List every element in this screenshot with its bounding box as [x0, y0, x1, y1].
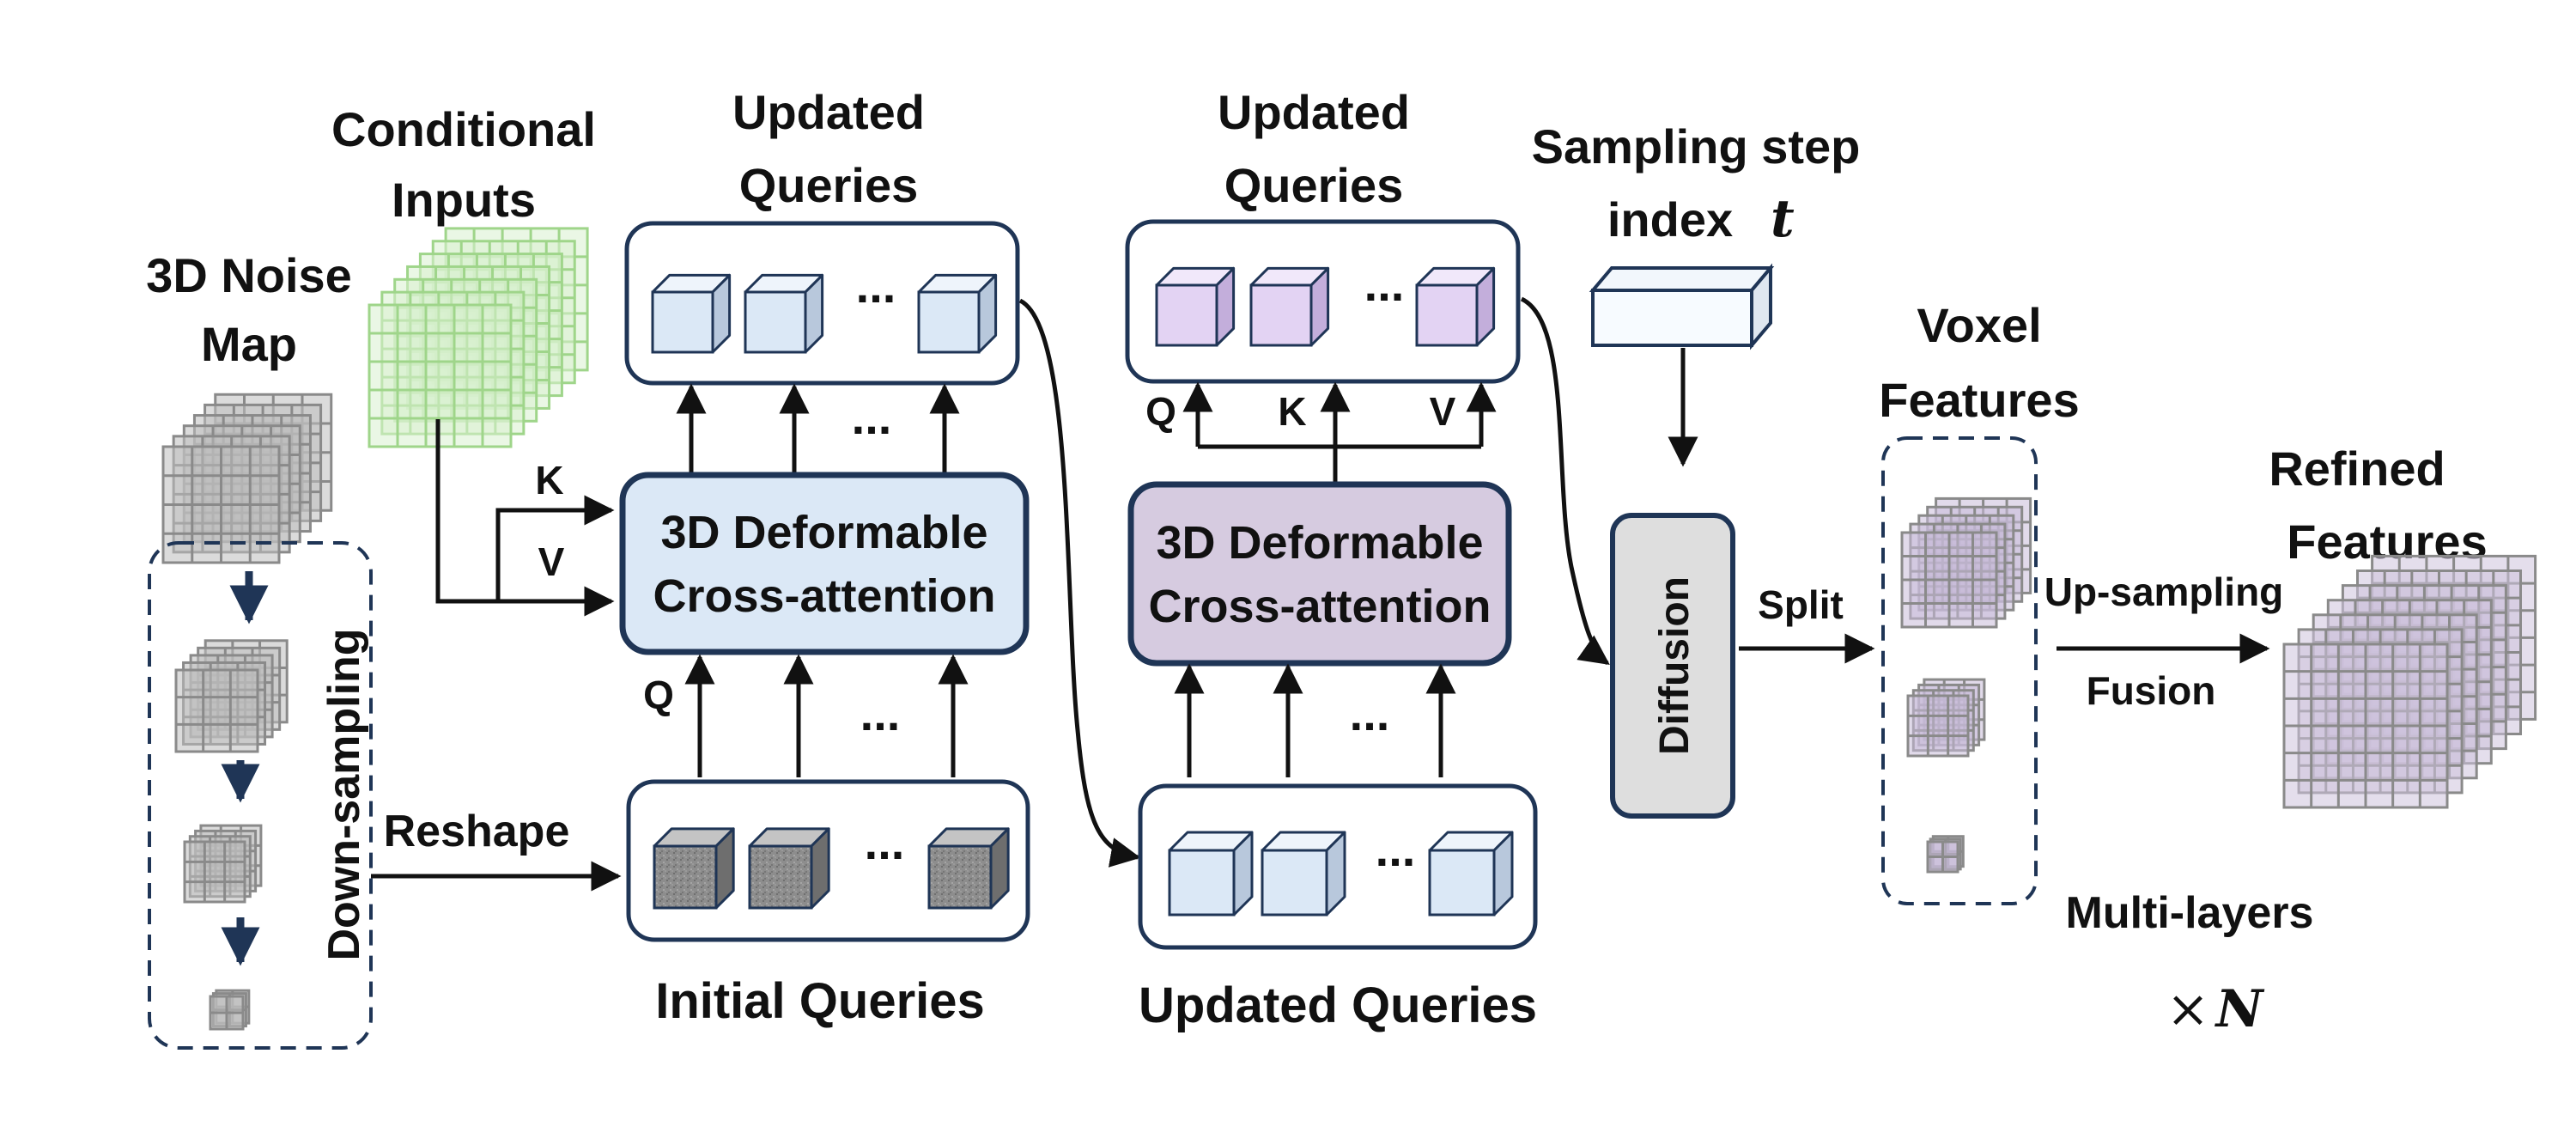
- block1-attention-label-1: 3D Deformable: [660, 507, 987, 558]
- voxel-label-1: Voxel: [1917, 298, 2041, 352]
- query-cube: [917, 273, 998, 354]
- block1-top-cubes: [651, 273, 998, 354]
- noise-map-cube: [161, 393, 333, 564]
- block2: Updated Queries ... Q K V 3D Deformable …: [1125, 85, 1538, 1033]
- block2-bottom-ellipsis: ...: [1376, 822, 1416, 876]
- block1-title-2: Queries: [739, 158, 919, 212]
- block2-q-label: Q: [1145, 389, 1176, 434]
- downsampling-frame: [148, 541, 373, 1050]
- block1-to-block2-curve: [1018, 298, 1141, 868]
- multi-layers-label: Multi-layers: [2066, 888, 2314, 938]
- upsampling-label: Up-sampling: [2044, 569, 2284, 614]
- voxel-cube-medium: [1906, 678, 1986, 758]
- refined-grid: [2282, 554, 2537, 809]
- block1-initial-cubes: [653, 827, 1010, 910]
- initial-query-cube: [653, 827, 735, 910]
- sampling-label-2: index: [1607, 192, 1733, 247]
- block2-top-cubes: [1155, 266, 1496, 347]
- block1-q-ellipsis: ...: [860, 686, 901, 740]
- updated-query-cube: [1415, 266, 1496, 347]
- block2-attention-box: [1127, 481, 1512, 667]
- block2-attention-label-2: Cross-attention: [1148, 581, 1491, 632]
- voxel-cubes: [1900, 496, 2032, 874]
- updated-query-cube: [1249, 266, 1330, 347]
- updated-query-cube: [1168, 831, 1254, 917]
- block1-up-arrows: [676, 383, 960, 472]
- initial-query-cube: [927, 827, 1010, 910]
- query-cube: [651, 273, 732, 354]
- conditional-inputs-label-2: Inputs: [392, 173, 536, 227]
- refined-features-cube: [2282, 554, 2537, 809]
- voxel-label-2: Features: [1879, 373, 2079, 427]
- sampling-symbol-t: t: [1771, 189, 1795, 249]
- noise-map-label-1: 3D Noise: [146, 248, 352, 302]
- block1-bottom-label: Initial Queries: [655, 973, 985, 1029]
- voxel-features-frame: [1881, 436, 2038, 905]
- noise-map-group: 3D Noise Map Down-sampling: [146, 248, 373, 1050]
- split-label: Split: [1758, 582, 1844, 627]
- updated-query-cube: [1261, 831, 1346, 917]
- conditional-inputs-cube: [368, 227, 589, 448]
- block1-bottom-ellipsis: ...: [865, 815, 905, 869]
- block2-title-1: Updated: [1218, 85, 1410, 139]
- kv-connectors: [435, 419, 615, 617]
- k-label-1: K: [535, 458, 563, 502]
- block2-up-arrows: [1174, 663, 1456, 777]
- block2-title-2: Queries: [1224, 158, 1404, 212]
- downsampling-label: Down-sampling: [319, 628, 369, 960]
- noise-grid: [161, 393, 333, 564]
- updated-query-cube: [1155, 266, 1236, 347]
- conditional-inputs-group: Conditional Inputs: [331, 102, 596, 448]
- block2-bottom-label: Updated Queries: [1139, 978, 1537, 1033]
- refined-label-1: Refined: [2269, 442, 2445, 496]
- block2-v-label: V: [1430, 389, 1456, 434]
- query-cube: [744, 273, 824, 354]
- block1-q-arrows: [684, 654, 969, 777]
- block2-to-diffusion-curve: [1520, 296, 1610, 666]
- down-cube-1: [174, 639, 289, 753]
- sampling-label-1: Sampling step: [1532, 119, 1861, 174]
- diffusion-label: Diffusion: [1652, 576, 1698, 755]
- block1-mid-ellipsis: ...: [852, 390, 892, 444]
- voxel-features-group: Voxel Features: [1879, 298, 2080, 905]
- block1-top-ellipsis: ...: [856, 259, 896, 313]
- q-label-1: Q: [643, 673, 674, 717]
- block1-title-1: Updated: [732, 85, 925, 139]
- sampling-step-group: Sampling step index t: [1532, 119, 1861, 467]
- block2-k-label: K: [1278, 389, 1306, 434]
- fusion-label: Fusion: [2087, 668, 2216, 713]
- block2-mid-ellipsis: ...: [1350, 686, 1390, 740]
- conditional-grid: [368, 227, 589, 448]
- updated-query-cube: [1428, 831, 1514, 917]
- conditional-inputs-label-1: Conditional: [331, 102, 596, 156]
- block1-attention-box: [619, 472, 1030, 655]
- voxel-cube-large: [1900, 496, 2032, 629]
- n-symbol: N: [2215, 979, 2265, 1039]
- v-label-1: V: [538, 539, 565, 584]
- block2-qkv-arrows: [1182, 381, 1497, 485]
- downsampled-cubes: [174, 571, 289, 1031]
- down-cube-2: [183, 824, 263, 904]
- reshape-label: Reshape: [384, 807, 570, 856]
- initial-query-cube: [748, 827, 830, 910]
- sampling-step-block: [1589, 263, 1775, 350]
- block2-top-ellipsis: ...: [1364, 257, 1405, 311]
- times-symbol: ×: [2166, 979, 2209, 1039]
- block2-attention-label-1: 3D Deformable: [1156, 517, 1483, 569]
- block2-bottom-cubes: [1168, 831, 1514, 917]
- down-cube-3: [209, 989, 251, 1031]
- voxel-cube-small: [1926, 835, 1965, 874]
- refined-features-group: Refined Features: [2269, 442, 2537, 809]
- noise-map-label-2: Map: [201, 317, 297, 371]
- block1: Updated Queries ... ... 3D Deformable Cr…: [619, 85, 1030, 1029]
- block1-attention-label-2: Cross-attention: [653, 570, 995, 622]
- diffusion-box: [1610, 513, 1735, 819]
